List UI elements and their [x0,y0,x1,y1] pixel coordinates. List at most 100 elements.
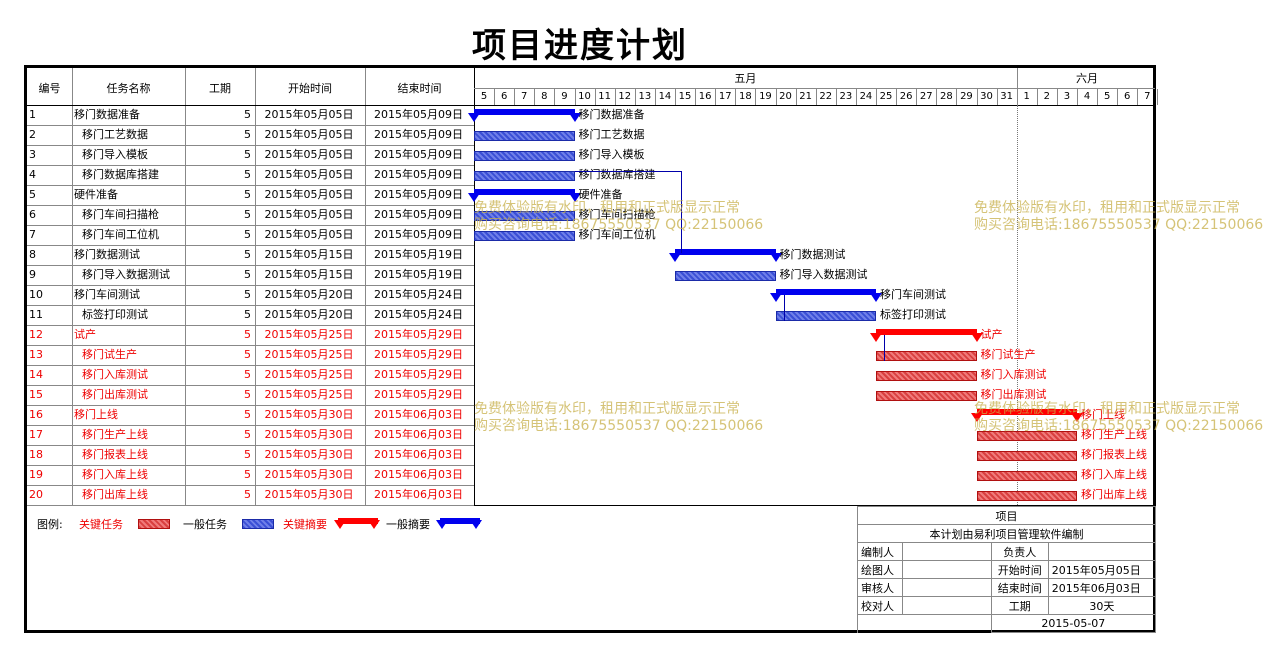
day-header: 15 [678,91,692,102]
task-start: 2015年05月20日 [264,308,354,321]
info-value: 2015年05月05日 [1047,560,1157,579]
task-duration: 5 [244,448,251,461]
day-divider [916,89,918,105]
legend-normal-task-label: 一般任务 [183,518,227,531]
row-divider [27,465,474,466]
task-bar [976,471,1077,481]
task-bar [675,271,776,281]
day-divider [1036,89,1038,105]
summary-bar [474,189,575,195]
task-bar [474,211,575,221]
task-duration: 5 [244,388,251,401]
legend-critical-task-label: 关键任务 [79,518,123,531]
column-divider [185,68,186,505]
task-end: 2015年05月24日 [374,288,463,301]
table-bottom-line [24,505,1156,506]
column-divider [365,68,366,505]
day-header: 5 [480,91,488,102]
task-end: 2015年05月09日 [374,168,463,181]
task-end: 2015年06月03日 [374,408,463,421]
column-header-end: 结束时间 [397,82,442,95]
task-name: 硬件准备 [74,188,118,201]
day-header: 27 [919,91,933,102]
legend-critical-summary-label: 关键摘要 [283,518,327,531]
day-header: 31 [1000,91,1013,102]
day-divider [1157,89,1159,105]
task-bar-label: 移门车间测试 [880,288,946,301]
task-start: 2015年05月05日 [264,148,354,161]
info-value [901,560,992,579]
task-bar-label: 移门试生产 [980,348,1036,361]
task-start: 2015年05月20日 [264,288,354,301]
dependency-link [574,171,682,172]
summary-start-marker [468,193,480,202]
legend-normal-summary-label: 一般摘要 [386,518,430,531]
task-bar [474,171,575,181]
info-key: 审核人 [857,578,903,597]
row-divider [27,365,474,366]
legend-normal-task-swatch [242,519,274,529]
task-bar [876,351,977,361]
day-divider [956,89,958,105]
task-id: 9 [29,268,36,281]
task-name: 移门工艺数据 [82,128,148,141]
project-value: 本计划由易利项目管理软件编制 [857,524,1156,543]
task-name: 移门数据库搭建 [82,168,159,181]
day-header: 7 [1144,91,1151,102]
task-duration: 5 [244,288,251,301]
header-bottom-line [27,105,1155,106]
info-key: 绘图人 [857,560,903,579]
row-divider [27,205,474,206]
task-bar-label: 移门车间扫描枪 [578,208,656,221]
day-header: 20 [779,91,792,102]
day-header: 3 [1063,91,1071,102]
day-divider [654,89,656,105]
task-duration: 5 [244,208,251,221]
task-name: 移门入库测试 [82,368,148,381]
day-header: 4 [1083,91,1091,102]
task-id: 12 [29,328,43,341]
info-key: 开始时间 [990,560,1049,579]
info-value [1047,542,1157,561]
task-bar-label: 移门上线 [1081,408,1125,421]
watermark: 免费体验版有水印，租用和正式版显示正常购买咨询电话:18675550537 QQ… [974,200,1264,233]
day-divider [1137,89,1139,105]
task-start: 2015年05月05日 [264,168,354,181]
day-header: 24 [859,91,873,102]
task-name: 试产 [74,328,96,341]
task-end: 2015年05月19日 [374,268,463,281]
task-bar-label: 移门车间工位机 [578,228,656,241]
month-boundary [1016,68,1018,105]
task-start: 2015年05月30日 [264,428,354,441]
row-divider [27,405,474,406]
task-bar [775,311,876,321]
task-name: 移门报表上线 [82,448,148,461]
task-bar-label: 移门工艺数据 [578,128,645,141]
info-key: 校对人 [857,596,903,615]
task-name: 移门试生产 [82,348,137,361]
task-name: 移门车间测试 [74,288,140,301]
task-bar-label: 移门导入数据测试 [779,268,868,281]
task-end: 2015年05月29日 [374,388,463,401]
row-divider [27,165,474,166]
column-header-start: 开始时间 [288,82,332,95]
day-divider [514,89,516,105]
month-boundary-dotted [1016,105,1018,505]
day-divider [795,89,797,105]
column-divider [72,68,73,505]
task-name: 移门导入数据测试 [82,268,170,281]
task-start: 2015年05月15日 [264,248,354,261]
day-divider [815,89,817,105]
task-bar [876,391,977,401]
summary-bar [474,109,575,115]
task-start: 2015年05月30日 [264,468,354,481]
summary-end-marker [870,293,882,302]
day-divider [876,89,877,105]
task-id: 8 [29,248,36,261]
task-duration: 5 [244,228,251,241]
task-name: 移门出库测试 [82,388,148,401]
task-id: 3 [29,148,36,161]
task-start: 2015年05月25日 [264,328,354,341]
task-id: 18 [29,448,43,461]
day-divider [896,89,898,105]
